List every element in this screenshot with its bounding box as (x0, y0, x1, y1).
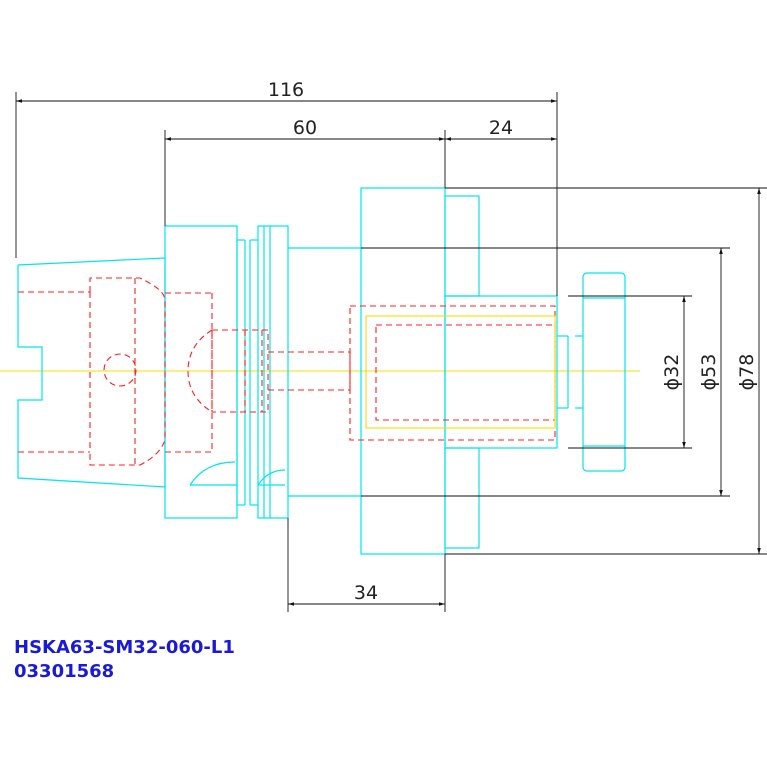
dim-gauge-length: 60 (293, 117, 317, 139)
dimension-lines (15, 92, 767, 612)
dim-overall-length: 116 (268, 79, 304, 101)
main-body-outline (360, 187, 569, 555)
dim-nose-length: 24 (489, 117, 513, 139)
dim-body-length: 34 (354, 582, 378, 604)
part-number: HSKA63-SM32-060-L1 (14, 637, 235, 658)
flange-outline (164, 225, 289, 519)
dim-bore-diameter: ϕ32 (661, 354, 683, 391)
order-code: 03301568 (14, 661, 115, 682)
dim-hub-diameter: ϕ53 (698, 354, 720, 391)
inner-bore-lines (365, 315, 556, 429)
hidden-lines (18, 277, 556, 466)
dim-flange-diameter: ϕ78 (736, 354, 758, 391)
neck-outline (288, 247, 361, 497)
clamp-nut-outline (575, 272, 626, 472)
